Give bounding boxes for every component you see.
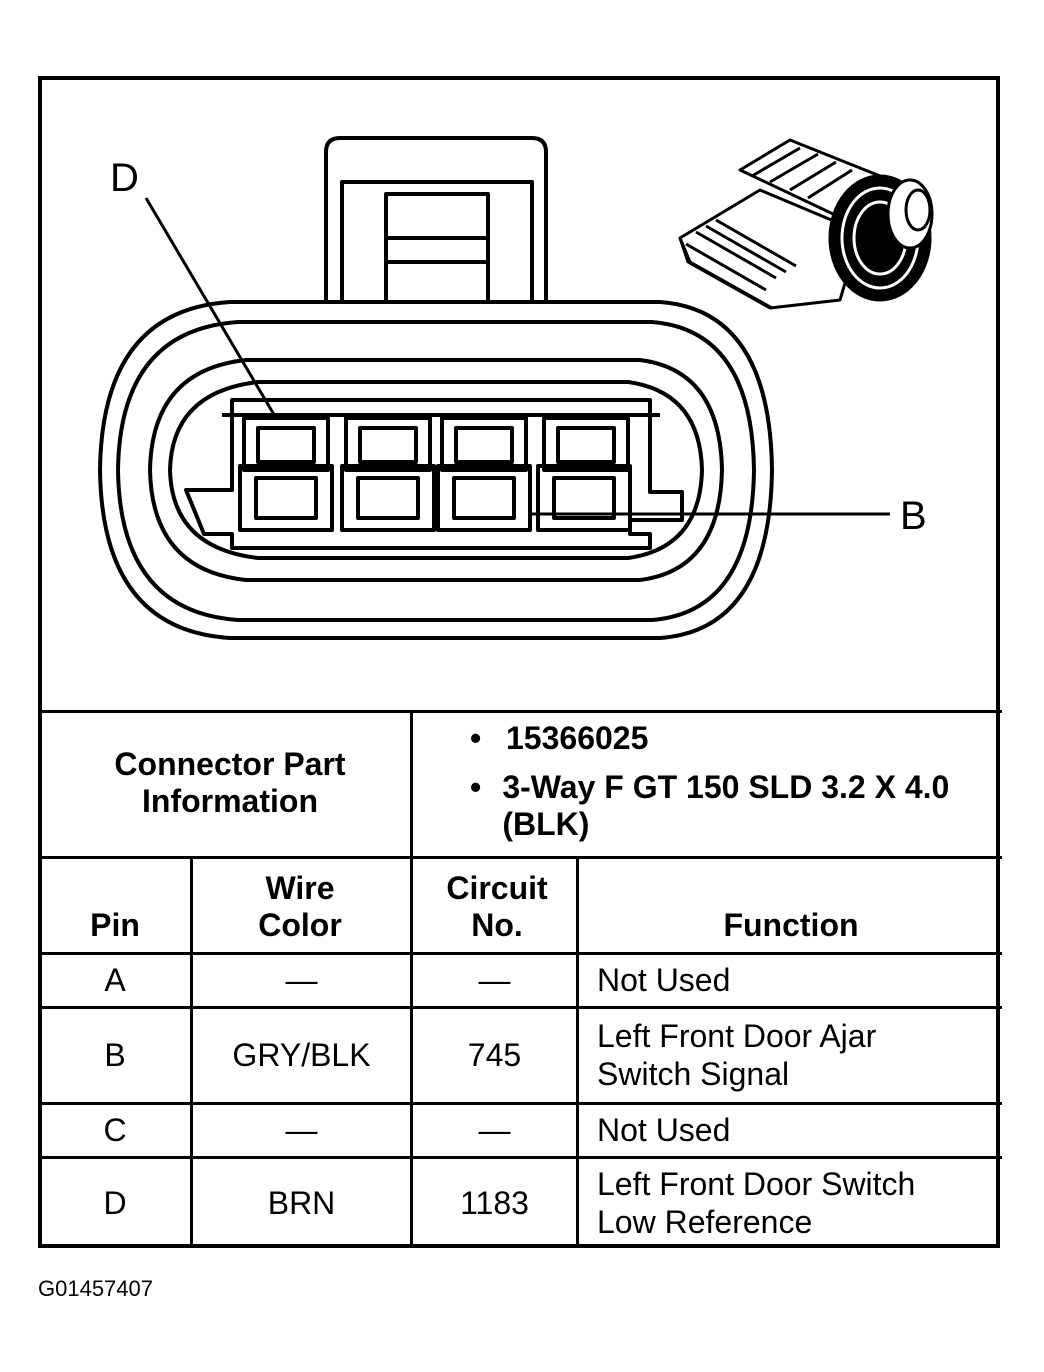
pin-d-callout: D [110, 156, 139, 200]
leader-line-d [144, 197, 278, 419]
row-c-circuit-no: — [478, 1111, 511, 1148]
connector-face-drawing [98, 136, 934, 640]
locking-tab [324, 136, 548, 300]
part-number-item: •15366025 [470, 720, 649, 756]
connector-info-table: Connector Part Information •15366025 •3-… [40, 710, 1002, 1248]
connector-outer-shell [98, 300, 774, 640]
row-a-wire-color: — [285, 961, 318, 998]
row-b-pin: B [104, 1036, 126, 1073]
pin-b-callout: B [900, 494, 927, 538]
header-function: Function [723, 907, 859, 943]
connector-isometric-illustration [678, 138, 934, 310]
terminal-row-lower [238, 464, 632, 532]
part-description-item: •3-Way F GT 150 SLD 3.2 X 4.0 (BLK) [470, 769, 990, 843]
part-description: 3-Way F GT 150 SLD 3.2 X 4.0 (BLK) [502, 769, 950, 842]
figure-code: G01457407 [38, 1276, 153, 1301]
header-circuit-no: Circuit No. [446, 870, 548, 943]
row-b-function: Left Front Door Ajar Switch Signal [597, 1018, 877, 1092]
part-info-values: •15366025 •3-Way F GT 150 SLD 3.2 X 4.0 … [470, 720, 990, 850]
row-b-wire-color: GRY/BLK [232, 1036, 371, 1073]
row-d-pin: D [103, 1184, 127, 1221]
part-number: 15366025 [506, 720, 649, 756]
row-b-circuit-no: 745 [467, 1036, 522, 1073]
row-d-wire-color: BRN [267, 1184, 336, 1221]
header-pin: Pin [90, 907, 140, 943]
terminal-row-upper [242, 416, 630, 472]
row-d-circuit-no: 1183 [460, 1184, 529, 1221]
row-a-pin: A [104, 961, 126, 998]
diagram-frame [38, 76, 1000, 1248]
row-c-pin: C [103, 1111, 127, 1148]
header-wire-color: Wire Color [258, 870, 342, 943]
row-a-circuit-no: — [478, 961, 511, 998]
row-d-function: Left Front Door Switch Low Reference [597, 1166, 916, 1240]
row-c-wire-color: — [285, 1111, 318, 1148]
part-info-label: Connector Part Information [114, 746, 346, 819]
row-c-function: Not Used [597, 1111, 731, 1148]
row-a-function: Not Used [597, 961, 731, 998]
